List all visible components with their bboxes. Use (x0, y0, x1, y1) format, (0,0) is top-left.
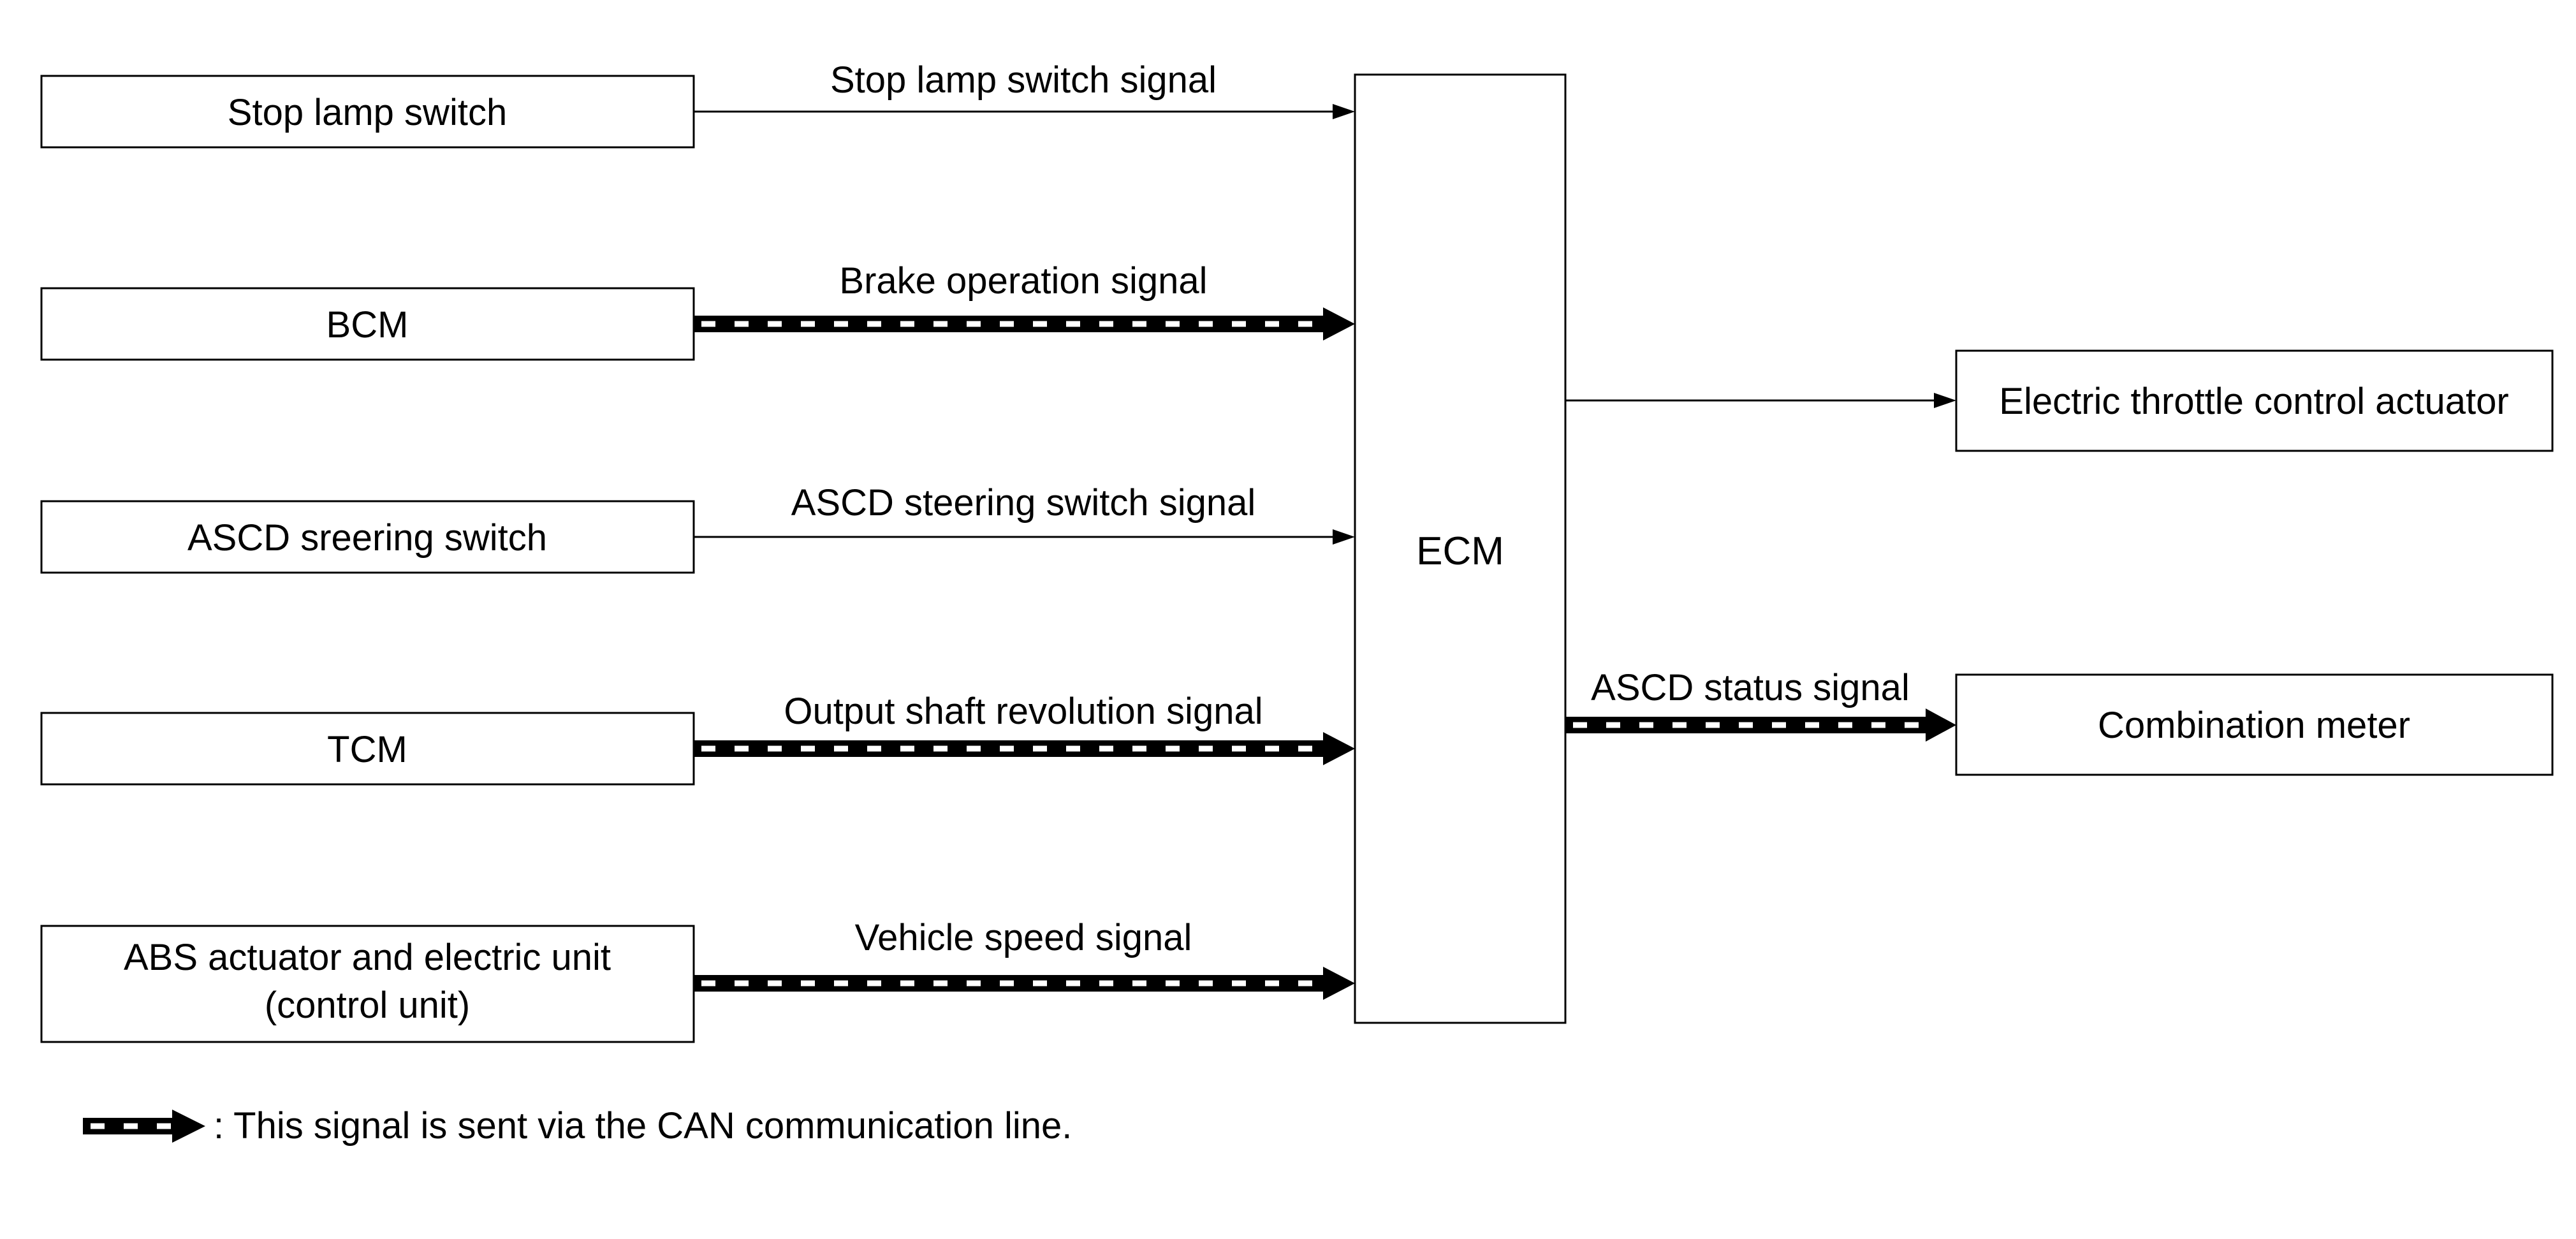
output-combination-meter: Combination meter (1955, 673, 2554, 776)
output-label: Combination meter (2098, 705, 2410, 746)
arrow-head (1333, 529, 1355, 545)
signal-electric-throttle (1565, 393, 1956, 408)
input-label-line-1: ABS actuator and electric unit (124, 937, 611, 978)
signal-abs-actuator: Vehicle speed signal (694, 917, 1355, 1000)
arrow-head (1926, 708, 1956, 742)
input-tcm: TCM (40, 712, 695, 786)
input-label: Stop lamp switch (228, 92, 507, 133)
output-electric-throttle: Electric throttle control actuator (1955, 349, 2554, 452)
arrow-head (1333, 104, 1355, 119)
signal-combination-meter: ASCD status signal (1565, 667, 1956, 742)
ecm-label: ECM (1416, 529, 1504, 573)
input-stop-lamp-switch: Stop lamp switch (40, 75, 695, 149)
signal-label: Stop lamp switch signal (830, 59, 1217, 101)
input-label: TCM (327, 729, 407, 770)
arrow-head (1323, 732, 1355, 765)
input-box (40, 712, 695, 786)
input-label: ASCD sreering switch (187, 517, 547, 559)
output-box (1955, 349, 2554, 452)
arrow-head (1934, 393, 1956, 408)
legend-arrow-head (172, 1110, 205, 1143)
input-box (40, 925, 695, 1043)
signal-stop-lamp-switch: Stop lamp switch signal (694, 59, 1355, 119)
output-box (1955, 673, 2554, 776)
signal-label: ASCD steering switch signal (791, 482, 1256, 524)
signal-label: Output shaft revolution signal (784, 691, 1262, 732)
signal-label: Vehicle speed signal (855, 917, 1192, 958)
signal-bcm: Brake operation signal (694, 260, 1355, 341)
input-box (40, 500, 695, 574)
legend-text: : This signal is sent via the CAN commun… (214, 1105, 1072, 1147)
input-box (40, 287, 695, 361)
signal-label: Brake operation signal (839, 260, 1207, 302)
arrow-head (1323, 967, 1355, 1000)
input-label-line-2: (control unit) (265, 985, 470, 1026)
legend: : This signal is sent via the CAN commun… (83, 1105, 1072, 1147)
ecm-box (1354, 73, 1567, 1024)
input-box (40, 75, 695, 149)
input-label: BCM (326, 304, 409, 346)
signal-label: ASCD status signal (1591, 667, 1910, 708)
output-label: Electric throttle control actuator (1999, 381, 2508, 422)
input-abs-actuator: ABS actuator and electric unit (control … (40, 925, 695, 1043)
signal-ascd-steering-switch: ASCD steering switch signal (694, 482, 1355, 545)
ecm-block: ECM (1354, 73, 1567, 1024)
input-bcm: BCM (40, 287, 695, 361)
input-ascd-steering-switch: ASCD sreering switch (40, 500, 695, 574)
arrow-head (1323, 307, 1355, 341)
signal-tcm: Output shaft revolution signal (694, 691, 1355, 765)
